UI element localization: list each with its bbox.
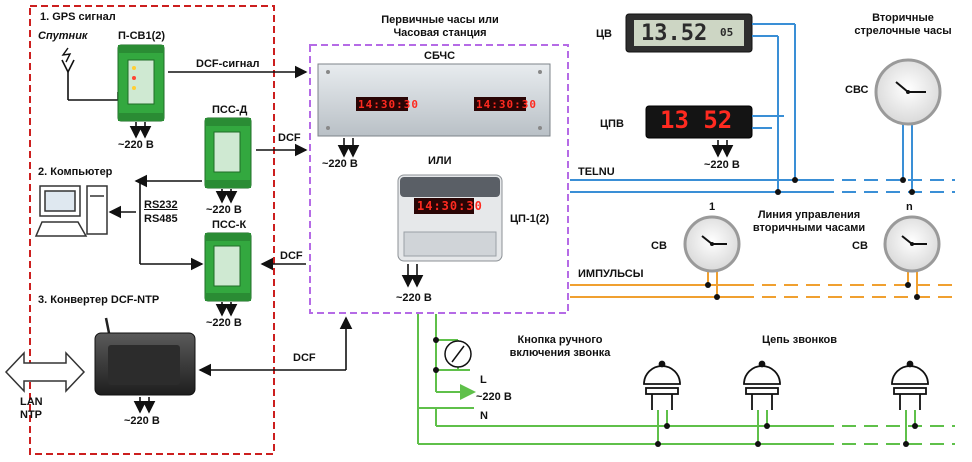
controller-box [397,174,503,262]
ntp-label: NTP [20,409,42,421]
controller-power-label: ~220 В [396,292,432,304]
pss-k-module [204,232,252,302]
source-connections [108,65,353,377]
source-region-border [29,5,275,455]
control-line-line1: Линия управления [757,209,861,221]
analog-title-line2: стрелочные часы [854,25,952,37]
tspv-label: ЦПВ [600,118,624,130]
bell-junctions [433,337,918,447]
computer-title: 2. Компьютер [38,166,113,178]
analog-clock-n [883,215,941,273]
analog-clock-1 [683,215,741,273]
primary-power-arrows [337,138,424,288]
bell-power-label: ~220 В [476,391,512,403]
bell-icon-1 [643,360,681,410]
station-power-label: ~220 В [322,158,358,170]
gps-title: 1. GPS сигнал [40,11,116,23]
computer-icon [34,185,108,237]
clock-n-number: n [906,201,913,213]
primary-title-line2: Часовая станция [393,27,487,39]
satellite-signal-icon [61,47,72,63]
gps-antenna-icon [61,59,119,101]
receiver-power-label: ~220 В [118,139,154,151]
primary-region-border [309,44,569,314]
tsv-seconds-value: 05 [720,26,734,39]
bell-chain-label: Цепь звонков [762,334,838,346]
manual-button-line1: Кнопка ручного [517,334,603,346]
rs232-label: RS232 [144,199,178,211]
controller-label: ЦП-1(2) [510,213,550,225]
controller-display: 14:30:30 [417,199,483,213]
pss-d-label: ПСС-Д [212,104,248,116]
pss-d-module [204,117,252,189]
tspv-power-arrows [711,140,734,158]
lan-arrow-icon [4,351,86,393]
tsv-display-frame [625,13,753,53]
pss-k-power-label: ~220 В [206,317,242,329]
neutral-label: N [480,410,488,422]
tsv-label: ЦВ [596,28,612,40]
tspv-power-label: ~220 В [704,159,740,171]
satellite-label: Спутник [38,30,88,42]
analog-title-line1: Вторичные [872,12,934,24]
station-display-right: 14:30:30 [476,98,537,111]
dcf-signal-label: DCF-сигнал [196,58,260,70]
pss-k-label: ПСС-К [212,219,247,231]
manual-switch-icon [444,340,472,368]
telnu-junctions [775,177,915,195]
bell-icon-2 [743,360,781,410]
phase-label: L [480,374,487,386]
station-display-left: 14:30:30 [358,98,419,111]
pss-d-power-label: ~220 В [206,204,242,216]
manual-button-line2: включения звонка [509,347,611,359]
converter-router [94,317,196,396]
tspv-display-value: 13 52 [660,106,733,134]
converter-title: 3. Конвертер DCF-NTP [38,294,160,306]
control-line-line2: вторичными часами [752,222,866,234]
sv-n-label: СВ [852,240,868,252]
sv-1-label: СВ [651,240,667,252]
receiver-module [117,44,165,122]
telnu-label: TELNU [578,166,615,178]
clock-1-number: 1 [709,201,716,213]
primary-title-line1: Первичные часы или [381,14,499,26]
tspv-display-frame [645,105,753,139]
bell-icon-n [891,360,929,410]
svs-label: СВС [845,84,869,96]
dcf-label-3: DCF [293,352,316,364]
station-panel [317,63,551,137]
station-label: СБЧС [424,50,456,62]
analog-clock-svs [874,58,942,126]
bell-lines [417,314,955,445]
dcf-label-1: DCF [278,132,301,144]
converter-power-label: ~220 В [124,415,160,427]
pulses-label: ИМПУЛЬСЫ [578,268,644,280]
rs485-label: RS485 [144,213,178,225]
lan-label: LAN [20,396,43,408]
or-label: ИЛИ [428,155,452,167]
tsv-display-value: 13.52 [641,21,708,46]
pulse-junctions [705,282,920,300]
telnu-lines [570,23,955,193]
dcf-label-2: DCF [280,250,303,262]
receiver-label: П-СВ1(2) [118,30,166,42]
source-power-arrows [129,122,238,414]
